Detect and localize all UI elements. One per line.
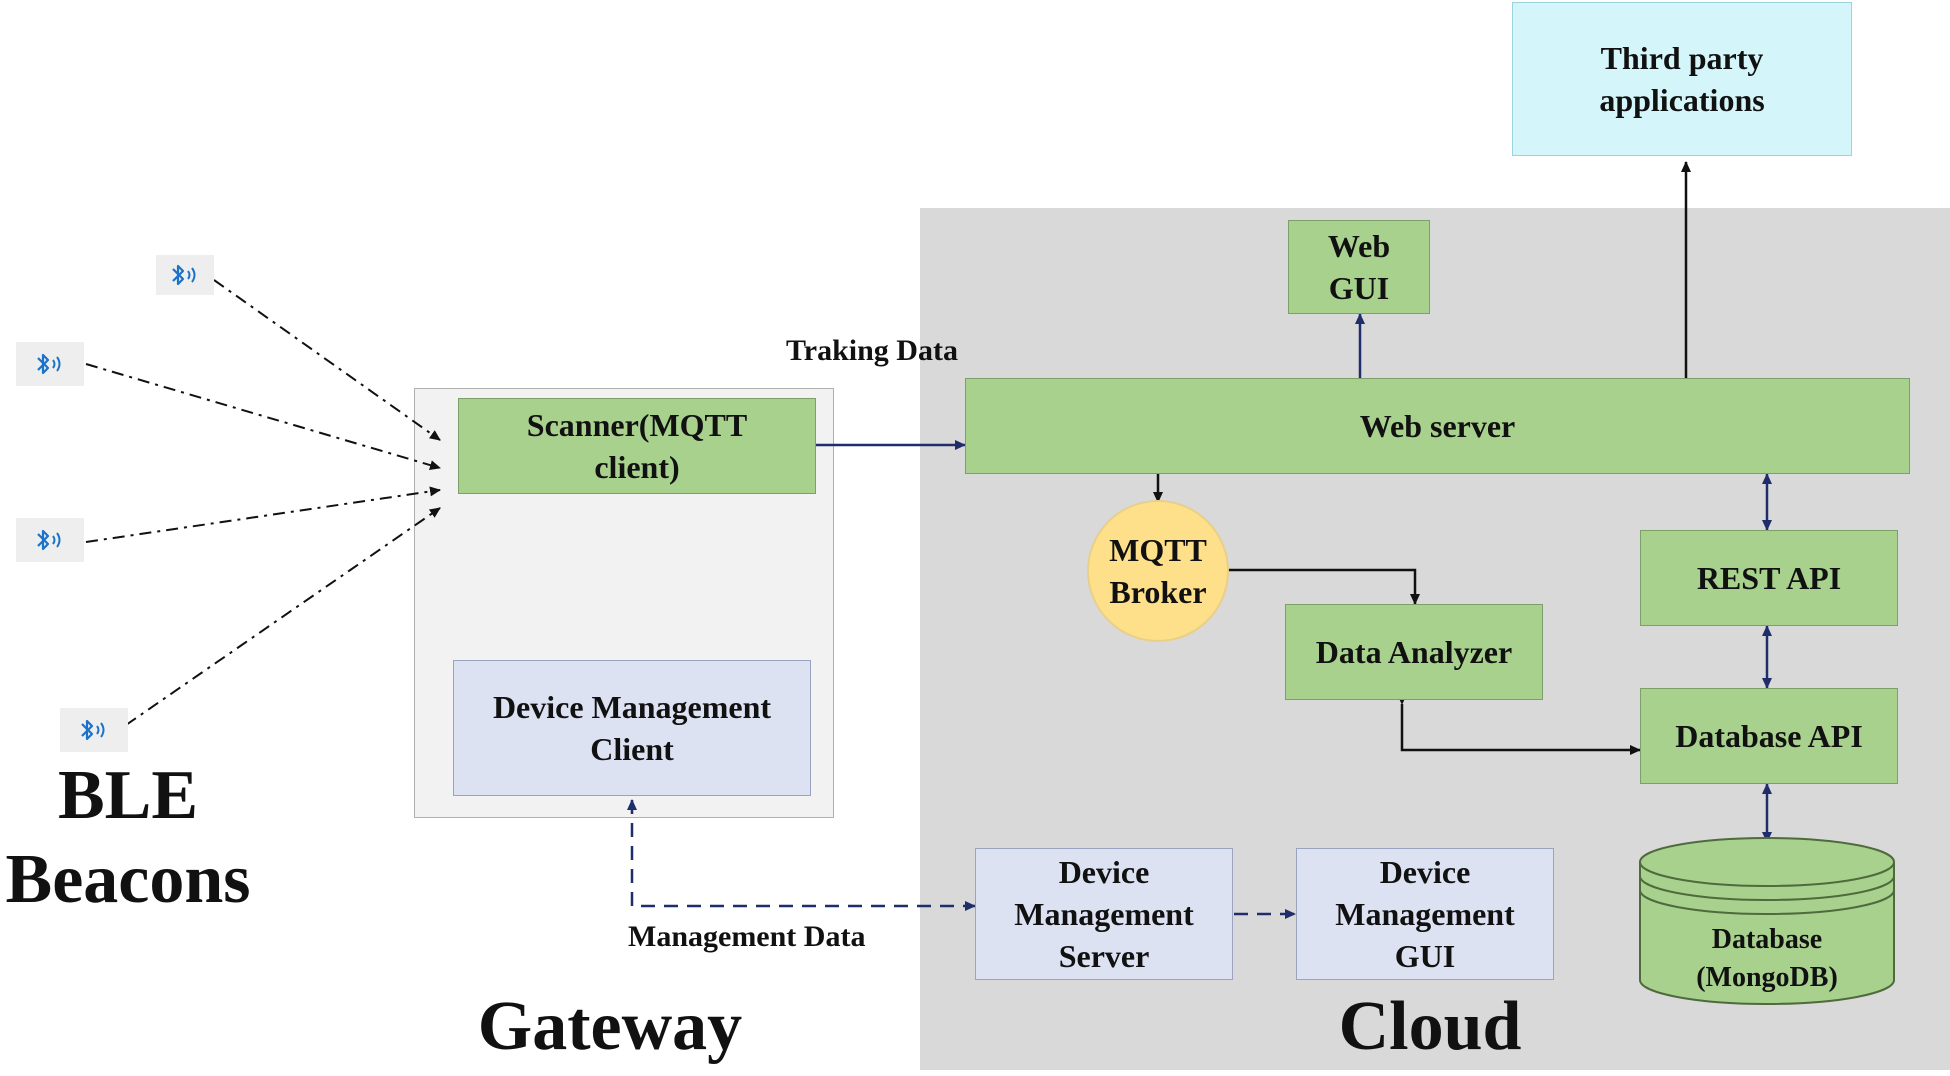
database-api-box: Database API — [1640, 688, 1898, 784]
management-data-arrow — [627, 799, 976, 911]
database-label: Database (MongoDB) — [1696, 924, 1838, 993]
ble-beacons-label: BLE Beacons — [5, 757, 251, 918]
scanner-box: Scanner(MQTT client) — [458, 398, 816, 494]
third-party-apps-box: Third party applications — [1512, 2, 1852, 156]
beacon-link-3 — [85, 486, 441, 543]
rest-api-box: REST API — [1640, 530, 1898, 626]
analyzer-dbapi-arrow — [1397, 694, 1641, 755]
bluetooth-icon — [60, 708, 128, 752]
web-server-box: Web server — [965, 378, 1910, 474]
bluetooth-icon — [156, 255, 214, 295]
cloud-label: Cloud — [1338, 988, 1522, 1065]
beacon-link-2 — [85, 363, 441, 470]
device-management-client-box: Device Management Client — [453, 660, 811, 796]
management-data-label: Management Data — [628, 920, 866, 953]
gateway-label: Gateway — [477, 988, 743, 1065]
device-management-server-box: Device Management Server — [975, 848, 1233, 980]
bluetooth-icon — [16, 518, 84, 562]
beacon-links — [85, 279, 441, 726]
web-gui-box: Web GUI — [1288, 220, 1430, 314]
beacon-link-1 — [213, 279, 441, 441]
data-analyzer-box: Data Analyzer — [1285, 604, 1543, 700]
tracking-data-label: Traking Data — [786, 334, 958, 367]
bluetooth-icon — [16, 342, 84, 386]
beacon-link-4 — [125, 507, 441, 726]
database-cylinder — [1639, 837, 1895, 1005]
mqtt-broker-label: MQTT Broker — [1109, 532, 1207, 610]
mqtt-broker-circle — [1087, 500, 1229, 642]
device-management-gui-box: Device Management GUI — [1296, 848, 1554, 980]
broker-to-analyzer-arrow — [1228, 568, 1420, 605]
